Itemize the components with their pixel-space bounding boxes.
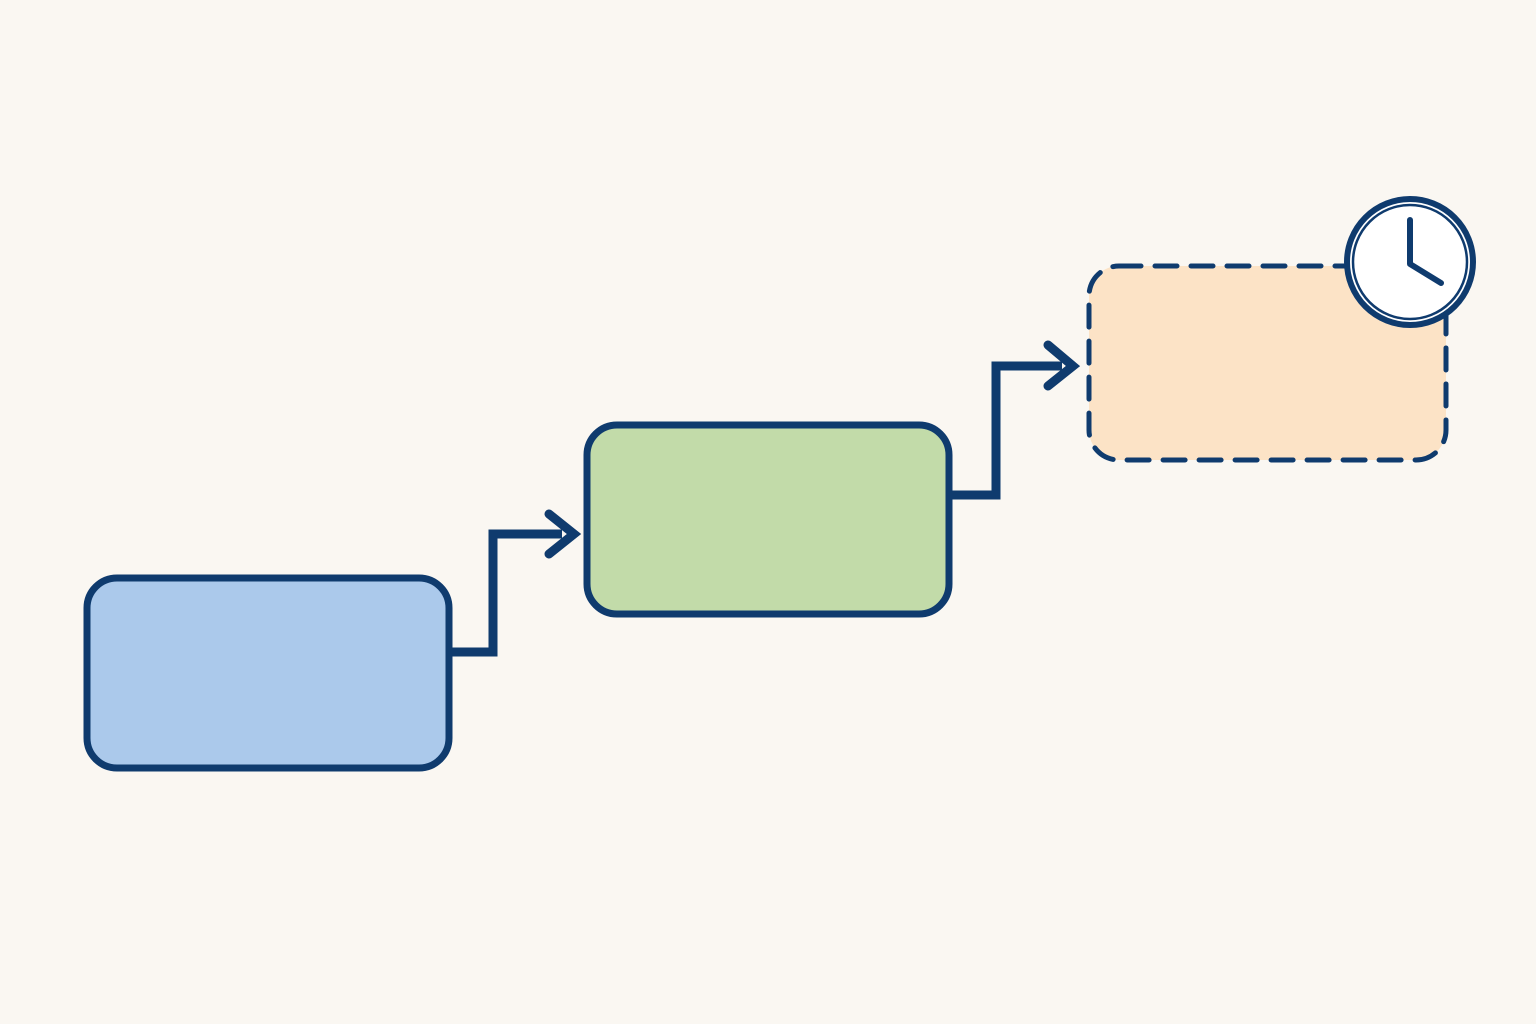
- clock-hands: [1407, 217, 1444, 286]
- step-2-box: [583, 421, 953, 618]
- connector-2-to-3-line: [949, 361, 1062, 500]
- arrowhead-1-icon: [544, 509, 582, 559]
- step-1-box: [83, 574, 453, 772]
- step-3-box: [1086, 263, 1449, 463]
- arrowhead-2-icon: [1043, 340, 1081, 391]
- connector-1-to-2-line: [449, 529, 562, 657]
- connector-2-to-3: [949, 340, 1081, 500]
- clock-face-inner-ring: [1351, 203, 1469, 321]
- connector-1-to-2: [449, 509, 582, 657]
- clock-icon: [1344, 196, 1476, 328]
